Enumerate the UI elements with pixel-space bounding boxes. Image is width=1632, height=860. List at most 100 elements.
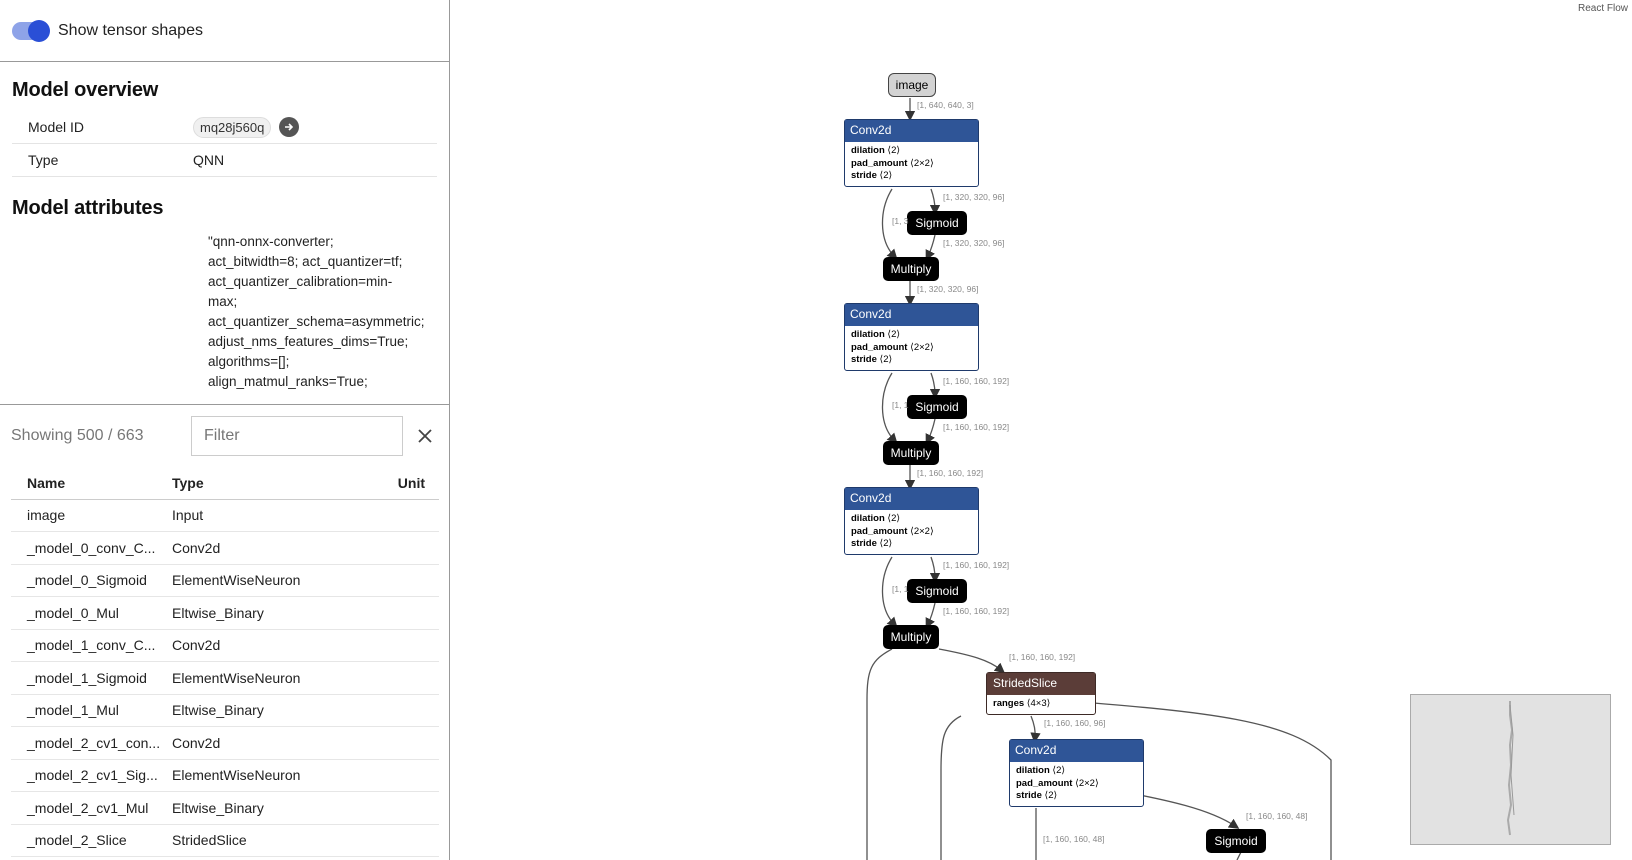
node-sigmoid-4[interactable]: Sigmoid <box>1206 829 1266 853</box>
node-multiply-1[interactable]: Multiply <box>883 257 939 281</box>
node-sigmoid-2[interactable]: Sigmoid <box>907 395 967 419</box>
table-row[interactable]: _model_2_cv1_Sig...ElementWiseNeuron <box>11 759 439 792</box>
node-sigmoid-1[interactable]: Sigmoid <box>907 211 967 235</box>
attr-stride-value: ⟨2⟩ <box>879 354 893 366</box>
node-conv2d-3[interactable]: Conv2d dilation ⟨2⟩ pad_amount ⟨2×2⟩ str… <box>844 487 979 556</box>
row-unit <box>379 629 439 662</box>
react-flow-attribution[interactable]: React Flow <box>1577 3 1628 14</box>
minimap-graph <box>1506 701 1515 836</box>
edge-label: [1, 320, 320, 96] <box>943 192 1005 202</box>
edge <box>925 602 936 629</box>
node-multiply-2[interactable]: Multiply <box>883 441 939 465</box>
node-conv2d-2[interactable]: Conv2d dilation ⟨2⟩ pad_amount ⟨2×2⟩ str… <box>844 303 979 372</box>
attr-dilation: dilation <box>851 329 885 340</box>
edge <box>881 372 898 444</box>
row-name: image <box>11 499 161 532</box>
minimap[interactable] <box>1410 694 1611 845</box>
row-name: _model_0_Mul <box>11 596 161 630</box>
attr-dilation: dilation <box>851 145 885 156</box>
attr-dilation: dilation <box>851 513 885 524</box>
node-sigmoid-label: Sigmoid <box>915 584 959 598</box>
node-conv2d-title: Conv2d <box>845 120 978 142</box>
row-unit <box>379 661 439 695</box>
edge-label: [1, 320, 320, 96] <box>917 284 979 294</box>
edge <box>929 188 941 216</box>
attribute-line: act_bitwidth=8; act_quantizer=tf; <box>208 254 403 269</box>
column-unit[interactable]: Unit <box>379 467 439 500</box>
row-name: _model_2_Slice <box>11 824 161 857</box>
row-type: ElementWiseNeuron <box>161 661 379 695</box>
edge <box>1030 715 1041 744</box>
attribute-line: act_quantizer_calibration=min- <box>208 274 393 289</box>
row-unit <box>379 726 439 760</box>
table-row[interactable]: _model_1_conv_C...Conv2d <box>11 629 439 662</box>
open-model-button[interactable] <box>279 117 300 137</box>
edge-label: [1, 1 <box>892 400 909 410</box>
edge <box>1054 699 1332 860</box>
edge-label: [1, 160, 160, 192] <box>943 376 1010 386</box>
edge <box>925 418 936 445</box>
row-name: _model_1_conv_C... <box>11 629 161 662</box>
edge-label: [1, 160, 160, 48] <box>1246 811 1308 821</box>
table-row[interactable]: _model_0_conv_C...Conv2d <box>11 531 439 565</box>
node-sigmoid-label: Sigmoid <box>1214 834 1258 848</box>
row-unit <box>379 824 439 857</box>
edge-label: [1, 1 <box>892 584 909 594</box>
edge <box>929 372 941 400</box>
attr-pad-amount-value: ⟨2×2⟩ <box>910 157 934 169</box>
node-stridedslice[interactable]: StridedSlice ranges ⟨4×3⟩ <box>986 672 1096 715</box>
row-unit <box>379 759 439 792</box>
edge <box>929 556 941 584</box>
row-unit <box>379 499 439 532</box>
graph-canvas[interactable]: React Flow <box>451 0 1632 860</box>
node-image[interactable]: image <box>888 73 936 97</box>
attr-stride-value: ⟨2⟩ <box>879 170 893 182</box>
row-name: _model_1_Sigmoid <box>11 661 161 695</box>
attr-stride: stride <box>851 354 877 366</box>
showing-count: Showing 500 / 663 <box>11 427 144 444</box>
filter-input[interactable] <box>191 416 403 456</box>
row-name: _model_1_Mul <box>11 694 161 727</box>
row-type: Conv2d <box>161 629 379 662</box>
row-type: Conv2d <box>161 531 379 565</box>
model-type-row: Type QNN <box>12 144 437 177</box>
edge-label: [1, 160, 160, 192] <box>943 560 1010 570</box>
row-type: Eltwise_Binary <box>161 694 379 727</box>
row-type: ElementWiseNeuron <box>161 564 379 597</box>
model-id-key: Model ID <box>28 119 85 135</box>
column-name[interactable]: Name <box>11 467 161 500</box>
node-image-label: image <box>895 78 929 92</box>
table-row[interactable]: _model_2_cv1_con...Conv2d <box>11 726 439 760</box>
attr-pad-amount-value: ⟨2×2⟩ <box>1075 777 1099 789</box>
node-sigmoid-3[interactable]: Sigmoid <box>907 579 967 603</box>
row-name: _model_0_Sigmoid <box>11 564 161 597</box>
edge-label: [1, 160, 160, 192] <box>943 422 1010 432</box>
attr-pad-amount: pad_amount <box>851 525 908 537</box>
edge <box>938 648 1005 674</box>
row-type: Eltwise_Binary <box>161 791 379 825</box>
node-multiply-3[interactable]: Multiply <box>883 625 939 649</box>
attr-stride-value: ⟨2⟩ <box>1044 790 1058 802</box>
tensor-shapes-toggle-label: Show tensor shapes <box>58 21 203 39</box>
clear-filter-button[interactable] <box>411 422 439 450</box>
attribute-line: algorithms=[]; <box>208 354 290 369</box>
node-multiply-label: Multiply <box>890 630 932 644</box>
row-unit <box>379 596 439 630</box>
attr-dilation-value: ⟨2⟩ <box>887 329 901 340</box>
tensor-shapes-toggle[interactable] <box>12 19 50 42</box>
node-conv2d-4[interactable]: Conv2d dilation ⟨2⟩ pad_amount ⟨2×2⟩ str… <box>1009 739 1144 808</box>
edge <box>881 188 898 260</box>
node-multiply-label: Multiply <box>890 446 932 460</box>
row-name: _model_2_cv1_Mul <box>11 791 161 825</box>
node-conv2d-1[interactable]: Conv2d dilation ⟨2⟩ pad_amount ⟨2×2⟩ str… <box>844 119 979 188</box>
model-id-chip: mq28j560q <box>193 116 272 138</box>
column-type[interactable]: Type <box>161 467 379 500</box>
